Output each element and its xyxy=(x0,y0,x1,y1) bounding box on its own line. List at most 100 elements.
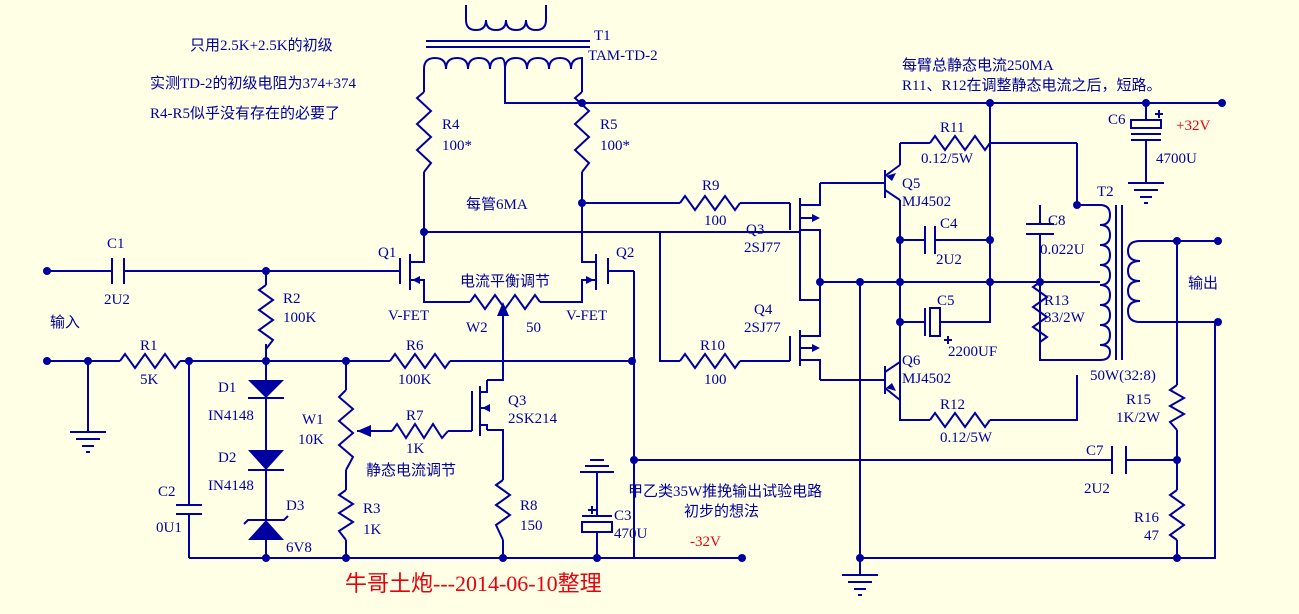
label-Q2-value: V-FET xyxy=(566,308,607,324)
transistor-Q1 xyxy=(399,250,425,290)
ground-symbols xyxy=(70,182,1164,596)
capacitors xyxy=(111,110,1163,533)
label-Q4-value: 2SJ77 xyxy=(744,320,781,336)
transistor-Q6 xyxy=(884,322,901,401)
input-terminal xyxy=(43,357,51,365)
circuit-title: 甲乙类35W推挽输出试验电路 xyxy=(628,483,822,500)
transformer-T2 xyxy=(1099,204,1141,361)
W1-wiper-arrow xyxy=(357,425,371,437)
circuit-subtitle: 初步的想法 xyxy=(684,503,759,520)
capacitor-C2 xyxy=(176,504,202,515)
junction xyxy=(856,554,864,562)
label-T1-ref: T1 xyxy=(594,28,611,44)
resistor-R7 xyxy=(391,422,449,440)
supply-terminal xyxy=(738,554,746,562)
resistor-R5 xyxy=(573,91,591,173)
label-R9-value: 100 xyxy=(704,213,727,229)
zener-D3 xyxy=(243,515,289,540)
label-C7-value: 2U2 xyxy=(1084,481,1110,497)
junction xyxy=(986,236,994,244)
label-C8-ref: C8 xyxy=(1048,213,1066,229)
label-R10-value: 100 xyxy=(704,372,727,388)
capacitor-C6 xyxy=(1130,110,1163,141)
label-C1-value: 2U2 xyxy=(104,292,130,308)
transistor-Q3-2SK214 xyxy=(471,380,490,436)
junction xyxy=(262,267,270,275)
junction xyxy=(262,357,270,365)
label-D2-value: IN4148 xyxy=(208,478,254,494)
label-C6-ref: C6 xyxy=(1108,112,1126,128)
transistor-Q5 xyxy=(870,164,901,201)
label-R11-value: 0.12/5W xyxy=(921,151,974,167)
resistor-R15 xyxy=(1167,384,1187,431)
label-R15-ref: R15 xyxy=(1126,392,1151,408)
output-terminal xyxy=(1214,318,1222,326)
label-R9-ref: R9 xyxy=(702,178,720,194)
label-Q1-value: V-FET xyxy=(388,308,429,324)
transformer-T1 xyxy=(423,5,590,70)
junction xyxy=(1173,554,1181,562)
junction xyxy=(628,357,636,365)
junction xyxy=(185,357,193,365)
label-C4-ref: C4 xyxy=(940,216,958,232)
note-measured: 实测TD-2的初级电阻为374+374 xyxy=(150,75,356,92)
label-C7-ref: C7 xyxy=(1086,443,1104,459)
label-T1-value: TAM-TD-2 xyxy=(588,48,658,64)
junction xyxy=(630,456,638,464)
label-Q6-ref: Q6 xyxy=(902,353,921,369)
label-D1-value: IN4148 xyxy=(208,408,254,424)
label-W2-value: 50 xyxy=(526,320,541,336)
label-R10-ref: R10 xyxy=(700,338,725,354)
label-R5-ref: R5 xyxy=(600,117,618,133)
resistor-R13 xyxy=(1031,281,1049,343)
ground-icon xyxy=(842,574,878,596)
label-C8-value: 0.022U xyxy=(1040,242,1085,258)
capacitor-C5 xyxy=(924,307,952,344)
label-Q4-ref: Q4 xyxy=(754,302,773,318)
ground-icon xyxy=(70,431,106,453)
label-Q5-value: MJ4502 xyxy=(902,194,951,210)
label-D1-ref: D1 xyxy=(218,380,236,396)
label-C5-value: 2200UF xyxy=(948,344,997,360)
label-Q2-ref: Q2 xyxy=(616,245,634,261)
label-R8-value: 150 xyxy=(520,518,543,534)
label-C3-value: 470U xyxy=(614,526,648,542)
label-R15-value: 1K/2W xyxy=(1116,410,1161,426)
junction xyxy=(1173,237,1181,245)
note-quiescent-adjust: 静态电流调节 xyxy=(366,462,456,479)
junction xyxy=(342,554,350,562)
junction xyxy=(1073,201,1081,209)
label-R16-value: 47 xyxy=(1144,528,1160,544)
label-D3-value: 6V8 xyxy=(286,540,312,556)
label-R13-value: 33/2W xyxy=(1044,310,1086,326)
transistor-Q2 xyxy=(581,250,634,290)
label-C4-value: 2U2 xyxy=(936,252,962,268)
label-R8-ref: R8 xyxy=(520,498,538,514)
label-C2-value: 0U1 xyxy=(156,520,182,536)
junction xyxy=(1142,99,1150,107)
junction xyxy=(816,278,824,286)
junction xyxy=(342,357,350,365)
resistors xyxy=(119,91,1187,541)
label-R7-ref: R7 xyxy=(406,408,424,424)
ground-icon xyxy=(1128,182,1164,204)
plus-supply-label: +32V xyxy=(1176,118,1210,134)
resistor-R2 xyxy=(257,284,275,350)
output-label: 输出 xyxy=(1188,275,1218,292)
note-short: R11、R12在调整静态电流之后，短路。 xyxy=(902,77,1161,94)
label-C3-ref: C3 xyxy=(614,508,632,524)
label-R16-ref: R16 xyxy=(1134,510,1160,526)
label-R13-ref: R13 xyxy=(1044,293,1069,309)
label-R12-value: 0.12/5W xyxy=(940,430,993,446)
junction xyxy=(896,278,904,286)
junction xyxy=(262,554,270,562)
junction xyxy=(986,99,994,107)
junctions xyxy=(43,99,1226,562)
label-Q3a-value: 2SK214 xyxy=(508,411,558,427)
label-Q1-ref: Q1 xyxy=(378,245,396,261)
label-C1-ref: C1 xyxy=(107,236,125,252)
transistor-Q3-2SJ77 xyxy=(789,183,821,266)
output-terminal xyxy=(1214,237,1222,245)
junction xyxy=(420,228,428,236)
capacitor-C4 xyxy=(924,226,936,254)
